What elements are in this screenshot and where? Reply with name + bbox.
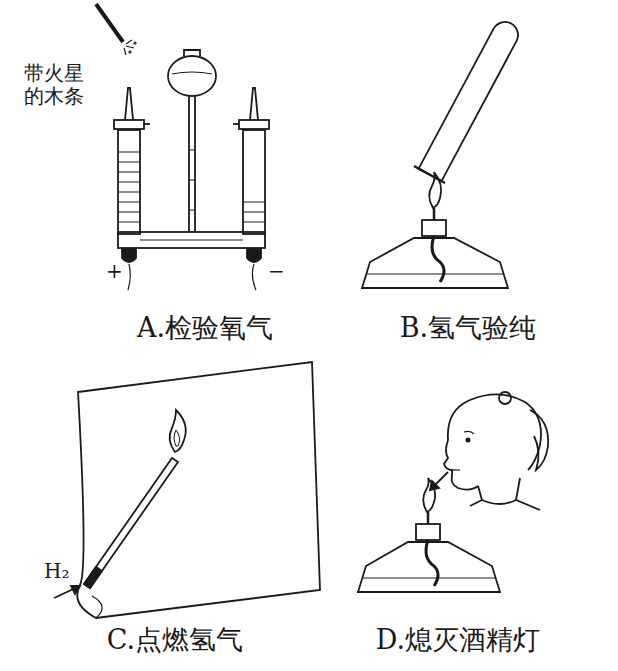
spark <box>124 40 136 55</box>
polarity-sign: − <box>268 260 285 283</box>
panel-caption: D.熄灭酒精灯 <box>376 624 540 655</box>
electrolysis-apparatus <box>96 4 269 290</box>
girl-and-lamp <box>358 392 548 592</box>
panel-caption: C.点燃氢气 <box>107 624 243 655</box>
part-label: 带火星 的木条 <box>24 62 90 108</box>
paper-and-nozzle <box>54 362 320 618</box>
splint <box>96 4 123 42</box>
gas-label: H₂ <box>44 560 69 583</box>
panel-caption: A.检验氧气 <box>137 312 273 343</box>
panel-caption: B.氢气验纯 <box>400 312 536 343</box>
polarity-sign: + <box>106 260 123 283</box>
alcohol-lamp-and-tube <box>362 22 518 288</box>
